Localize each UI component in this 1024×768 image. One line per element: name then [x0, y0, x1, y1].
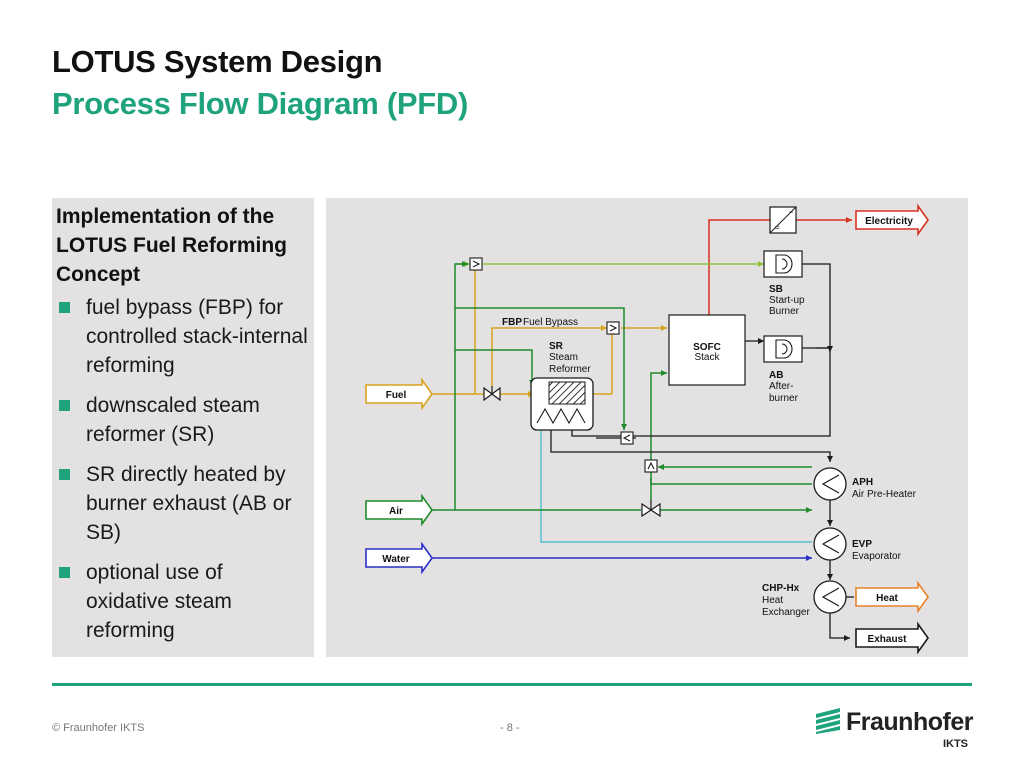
exhaust-lines: [550, 263, 854, 641]
sofc-stack-block: [668, 314, 746, 386]
bullet-fuel-bypass: fuel bypass (FBP) for controlled stack-i…: [56, 293, 310, 380]
afterburner-icon: [763, 335, 803, 363]
chp-abbr: CHP-Hx: [762, 583, 800, 594]
sofc-name: Stack: [694, 352, 720, 363]
fuel-valve-icon: [483, 386, 501, 402]
evaporator-icon: [813, 527, 847, 561]
slide-title: LOTUS System Design: [52, 44, 383, 79]
process-flow-diagram: ~ = SB Start-up Burner AB After- burner …: [326, 198, 968, 657]
sr-line1: Steam: [549, 352, 578, 363]
evp-abbr: EVP: [852, 539, 872, 550]
page-number: - 8 -: [500, 722, 520, 734]
aph-abbr: APH: [852, 477, 873, 488]
chp-line1: Heat: [762, 595, 783, 606]
ab-line1: After-: [769, 381, 793, 392]
bullet-steam-reformer: downscaled steam reformer (SR): [56, 391, 310, 449]
aph-name: Air Pre-Heater: [852, 489, 917, 500]
concept-heading: Implementation of the LOTUS Fuel Reformi…: [56, 205, 287, 286]
concept-panel: Implementation of the LOTUS Fuel Reformi…: [52, 198, 314, 657]
sofc-abbr: SOFC: [693, 342, 721, 353]
air-preheater-icon: [813, 467, 847, 501]
chp-line2: Exchanger: [762, 607, 810, 618]
water-label: Water: [382, 554, 410, 565]
heat-label: Heat: [876, 593, 898, 604]
fraunhofer-logo-mark-icon: [816, 708, 840, 734]
inverter-icon: ~ =: [769, 206, 797, 234]
startup-burner-icon: [763, 250, 803, 278]
steam-line: [538, 417, 812, 543]
exhaust-output-arrow: Exhaust: [855, 621, 929, 655]
air-input-arrow: Air: [365, 493, 433, 527]
exhaust-label: Exhaust: [868, 634, 908, 645]
ab-line2: burner: [769, 393, 799, 404]
svg-text:=: =: [775, 223, 780, 232]
copyright-text: © Fraunhofer IKTS: [52, 722, 145, 734]
air-lines: [430, 261, 812, 513]
evp-name: Evaporator: [852, 551, 902, 562]
sb-line1: Start-up: [769, 295, 805, 306]
sr-abbr: SR: [549, 341, 564, 352]
steam-reformer-icon: [530, 377, 594, 431]
heat-output-arrow: Heat: [855, 580, 929, 614]
slide-subtitle: Process Flow Diagram (PFD): [52, 86, 468, 121]
fbp-name: Fuel Bypass: [523, 317, 578, 328]
ab-abbr: AB: [769, 370, 783, 381]
electricity-label: Electricity: [865, 216, 913, 227]
bullet-oxidative-reforming: optional use of oxidative steam reformin…: [56, 558, 310, 645]
bullet-sr-heating: SR directly heated by burner exhaust (AB…: [56, 460, 310, 547]
logo-institute: IKTS: [942, 738, 968, 750]
air-label: Air: [389, 506, 403, 517]
pfd-canvas: ~ = SB Start-up Burner AB After- burner …: [365, 203, 929, 655]
air-valve-icon: [641, 500, 661, 518]
logo-wordmark: Fraunhofer: [846, 708, 973, 736]
electricity-line: [708, 217, 852, 315]
fuel-input-arrow: Fuel: [365, 377, 433, 411]
svg-text:~: ~: [789, 208, 794, 217]
concept-bullet-list: fuel bypass (FBP) for controlled stack-i…: [56, 293, 310, 645]
sb-abbr: SB: [769, 284, 783, 295]
fbp-abbr: FBP: [502, 317, 522, 328]
chp-heat-exchanger-icon: [813, 580, 847, 614]
sr-line2: Reformer: [549, 364, 591, 375]
sb-line2: Burner: [769, 306, 800, 317]
fuel-label: Fuel: [386, 390, 407, 401]
fraunhofer-logo: Fraunhofer IKTS: [814, 706, 974, 752]
water-input-arrow: Water: [365, 541, 433, 575]
electricity-output-arrow: Electricity: [855, 203, 929, 237]
footer-divider: [52, 683, 972, 686]
